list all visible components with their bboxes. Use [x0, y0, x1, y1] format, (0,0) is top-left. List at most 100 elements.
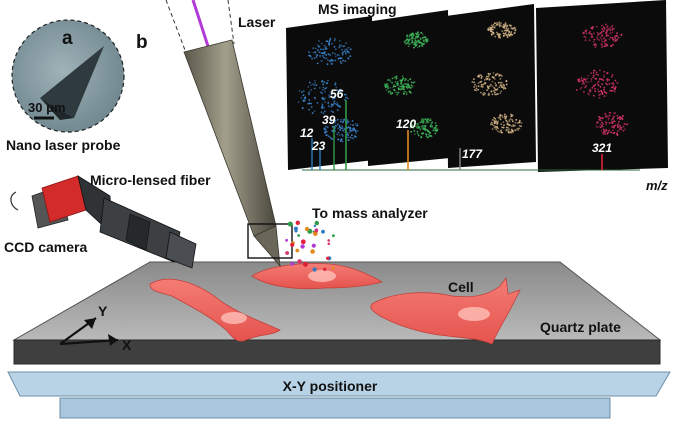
- ms-signal-dot-d8346e: [619, 117, 622, 120]
- ms-signal-dot-3fb85a: [427, 133, 430, 136]
- ms-signal-dot-3fb85a: [430, 123, 432, 126]
- ms-signal-dot-3d8ad6: [340, 57, 343, 59]
- ms-signal-dot-3d8ad6: [328, 40, 331, 43]
- ms-signal-dot-d9b88a: [495, 128, 498, 131]
- ms-signal-dot-3fb85a: [400, 85, 403, 88]
- ms-signal-dot-3d8ad6: [311, 57, 313, 60]
- ms-signal-dot-3fb85a: [416, 132, 419, 135]
- ms-signal-dot-3fb85a: [396, 80, 399, 83]
- ms-signal-dot-3d8ad6: [312, 47, 315, 50]
- ms-signal-dot-d9b88a: [498, 131, 501, 133]
- ms-signal-dot-3fb85a: [392, 86, 394, 89]
- ms-signal-dot-3d8ad6: [320, 42, 323, 45]
- ms-signal-dot-d8346e: [585, 32, 588, 35]
- positioner-label: X-Y positioner: [283, 378, 378, 394]
- ms-signal-dot-d8346e: [602, 79, 604, 81]
- ms-signal-dot-d9b88a: [486, 78, 488, 81]
- ms-signal-dot-3d8ad6: [338, 125, 341, 127]
- ms-signal-dot-d9b88a: [512, 130, 514, 133]
- ms-signal-dot-3fb85a: [427, 129, 429, 132]
- ms-signal-dot-3d8ad6: [322, 86, 325, 89]
- ms-signal-dot-3d8ad6: [326, 40, 329, 43]
- ms-signal-dot-3d8ad6: [322, 48, 324, 51]
- ms-signal-dot-d9b88a: [498, 24, 500, 26]
- ms-signal-dot-3fb85a: [429, 119, 432, 122]
- ms-signal-dot-d8346e: [616, 114, 619, 117]
- ms-signal-dot-d8346e: [584, 39, 587, 42]
- ms-signal-dot-d9b88a: [497, 81, 500, 84]
- ms-signal-dot-3d8ad6: [339, 45, 341, 48]
- ms-signal-dot-3fb85a: [422, 33, 424, 36]
- ms-signal-dot-d8346e: [585, 85, 587, 88]
- ms-signal-dot-d8346e: [597, 74, 600, 76]
- ms-signal-dot-d8346e: [592, 72, 595, 74]
- ms-signal-dot-3d8ad6: [316, 44, 319, 47]
- ms-signal-dot-3fb85a: [385, 86, 387, 89]
- ms-signal-dot-3fb85a: [389, 90, 391, 93]
- ms-signal-dot-d8346e: [598, 125, 601, 128]
- ms-signal-dot-3fb85a: [408, 35, 410, 38]
- mass-spectrum: [311, 100, 603, 170]
- ms-signal-dot-3d8ad6: [326, 63, 329, 66]
- ms-signal-dot-3d8ad6: [316, 102, 319, 104]
- ms-signal-dot-d8346e: [602, 125, 604, 128]
- ms-signal-dot-3d8ad6: [334, 55, 337, 58]
- ms-signal-dot-d8346e: [603, 74, 605, 77]
- ms-signal-dot-3d8ad6: [319, 48, 322, 51]
- ms-signal-dot-3d8ad6: [331, 129, 334, 132]
- ms-signal-dot-3d8ad6: [351, 137, 353, 139]
- ms-signal-dot-d9b88a: [493, 119, 496, 122]
- ms-signal-dot-3fb85a: [387, 91, 390, 94]
- ms-signal-dot-3d8ad6: [348, 131, 351, 134]
- ms-signal-dot-3fb85a: [424, 36, 427, 39]
- ms-signal-dot-3d8ad6: [332, 120, 335, 123]
- ms-signal-dot-d8346e: [605, 32, 608, 34]
- ms-signal-dot-3d8ad6: [346, 132, 349, 134]
- ms-signal-dot-d9b88a: [503, 124, 505, 126]
- ms-signal-dot-d8346e: [603, 37, 605, 40]
- ms-signal-dot-3d8ad6: [346, 97, 349, 100]
- ms-signal-dot-d9b88a: [496, 130, 499, 132]
- ion-dot: [310, 249, 315, 254]
- ms-signal-dot-3d8ad6: [349, 48, 352, 51]
- ms-signal-dot-3d8ad6: [320, 111, 323, 113]
- ms-signal-dot-3d8ad6: [331, 104, 334, 106]
- ms-signal-dot-d8346e: [589, 33, 592, 35]
- ms-signal-dot-d8346e: [578, 78, 581, 81]
- peak-label-120: 120: [396, 117, 416, 131]
- ms-signal-dot-d9b88a: [505, 83, 508, 86]
- ms-signal-dot-3fb85a: [412, 43, 415, 46]
- ms-signal-dot-d8346e: [608, 129, 610, 132]
- ms-signal-dot-d9b88a: [493, 124, 495, 127]
- ms-signal-dot-d8346e: [614, 79, 617, 82]
- probe-zoom-box: [247, 223, 293, 259]
- ms-signal-dot-d9b88a: [510, 31, 513, 33]
- ms-signal-dot-3d8ad6: [320, 60, 323, 62]
- ms-signal-dot-d8346e: [583, 91, 585, 93]
- ms-signal-dot-d8346e: [607, 117, 610, 119]
- fiber-label: Micro-lensed fiber: [90, 172, 211, 188]
- ms-signal-dot-3fb85a: [390, 93, 392, 95]
- ms-signal-dot-d9b88a: [506, 25, 509, 28]
- ms-signal-dot-d8346e: [616, 81, 619, 84]
- ms-signal-dot-3d8ad6: [308, 91, 310, 94]
- fiber-body: [183, 39, 277, 237]
- ms-signal-dot-d8346e: [614, 87, 617, 90]
- ms-signal-dot-d8346e: [619, 127, 622, 130]
- ms-signal-dot-3d8ad6: [308, 99, 311, 101]
- fiber-outline-left: [165, 0, 189, 59]
- ms-signal-dot-3d8ad6: [337, 118, 339, 121]
- ms-signal-dot-d9b88a: [473, 78, 475, 80]
- ms-signal-dot-d8346e: [605, 43, 608, 46]
- ms-signal-dot-3d8ad6: [340, 127, 342, 130]
- ms-signal-dot-3d8ad6: [333, 100, 336, 103]
- ms-signal-dot-3fb85a: [421, 127, 424, 130]
- ms-signal-dot-3fb85a: [401, 87, 403, 90]
- ms-signal-dot-3d8ad6: [315, 56, 318, 58]
- ms-signal-dot-3d8ad6: [321, 92, 324, 95]
- ion-dot: [297, 259, 302, 264]
- ms-signal-dot-d8346e: [611, 75, 613, 78]
- ms-signal-dot-3d8ad6: [345, 48, 348, 51]
- ms-signal-dot-3fb85a: [422, 39, 425, 41]
- ms-signal-dot-d9b88a: [488, 92, 490, 95]
